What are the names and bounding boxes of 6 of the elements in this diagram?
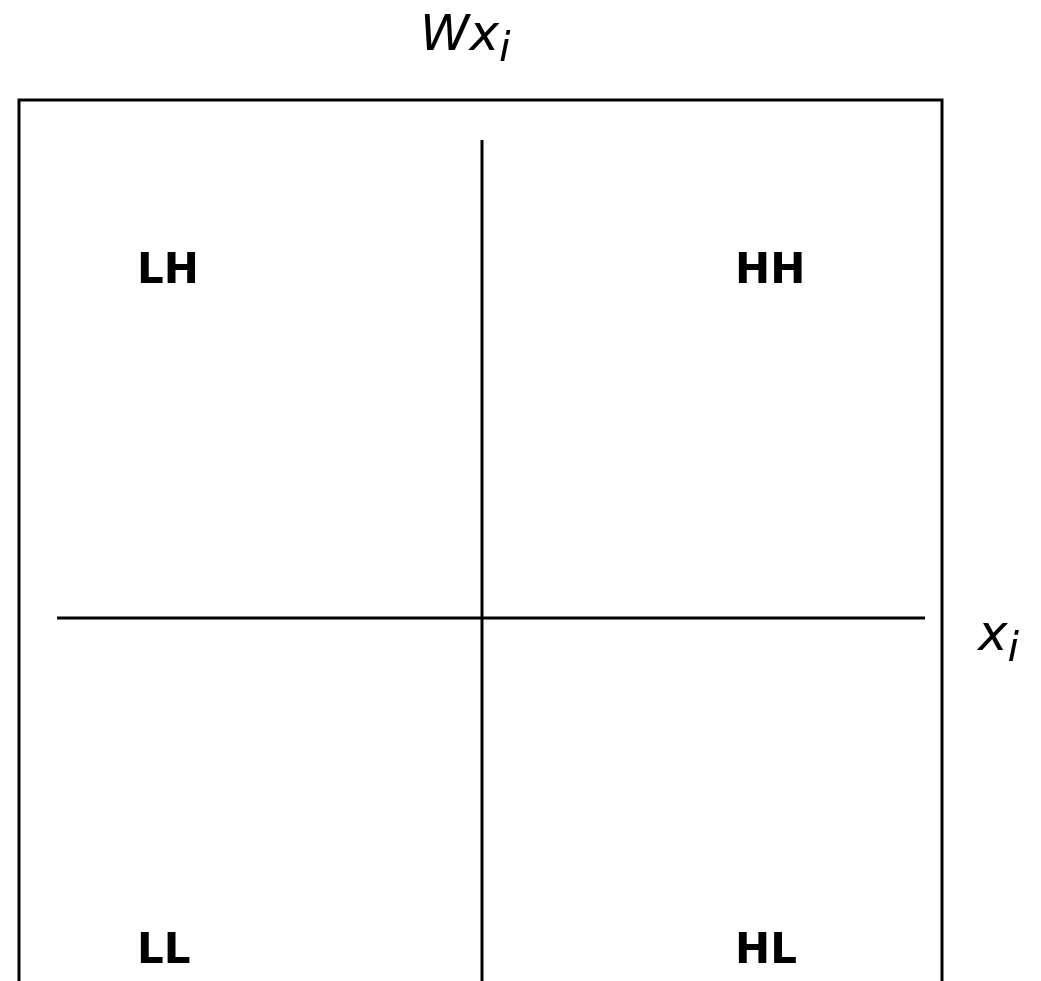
axis-label: Wx$_{i}$ — [420, 8, 511, 68]
quadrant-label: LH — [137, 248, 199, 290]
axis-label: x$_{i}$ — [978, 608, 1020, 668]
quadrant-label: LL — [137, 928, 191, 970]
quadrant-label: HL — [735, 928, 797, 970]
quadrant-label: HH — [735, 248, 806, 290]
